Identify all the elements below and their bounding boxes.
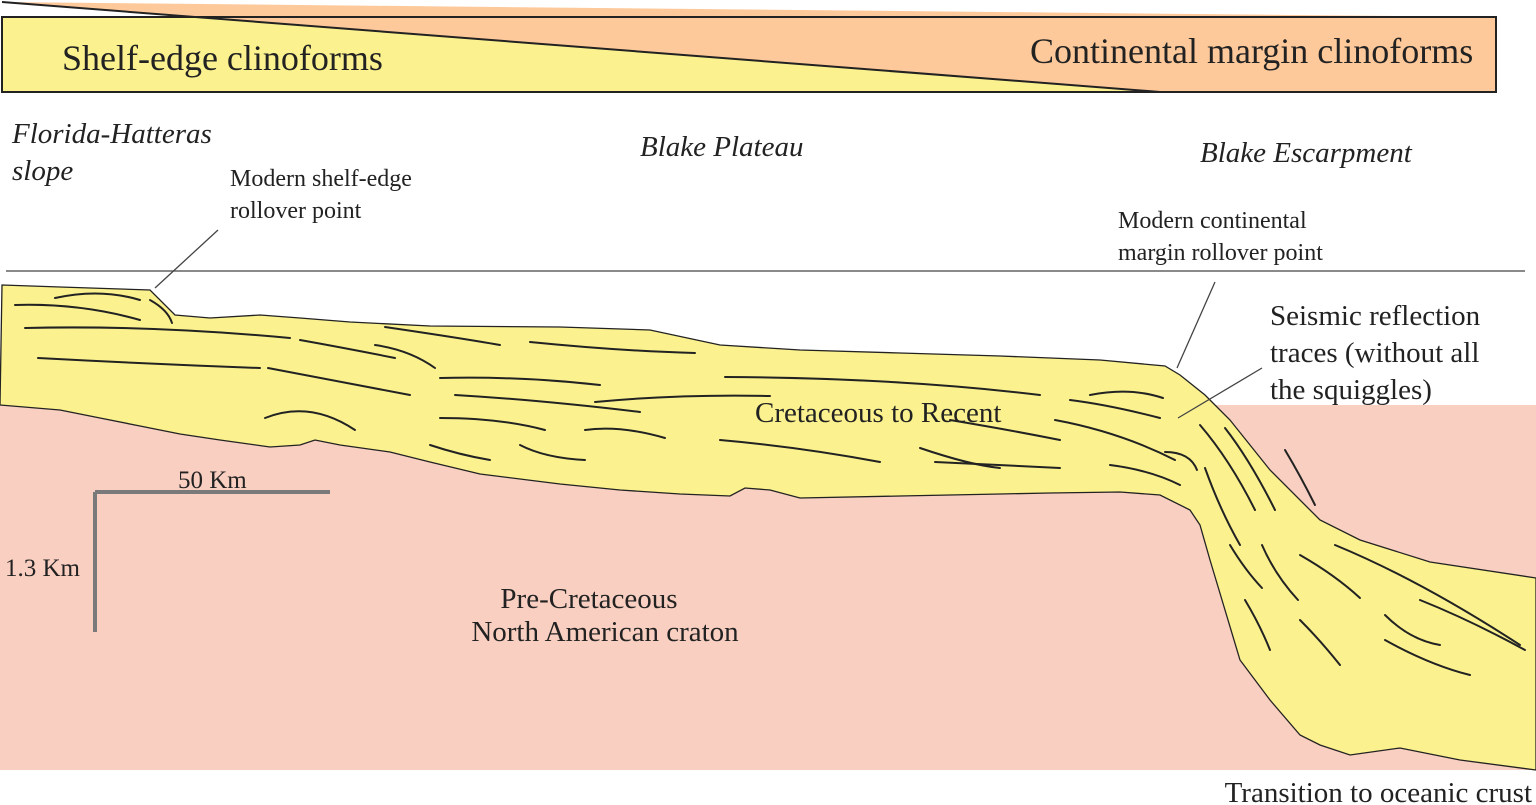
seismic-trace: [594, 394, 771, 403]
seismic-trace: [1299, 619, 1341, 666]
seismic-trace: [439, 376, 601, 386]
seismic-trace: [24, 326, 291, 339]
seismic-trace: [1204, 467, 1241, 546]
banner-right-label: Continental margin clinoforms: [1030, 31, 1473, 71]
blake-escarpment-label: Blake Escarpment: [1200, 137, 1413, 169]
oceanic-crust-label: Transition to oceanic crust: [1225, 777, 1532, 805]
vertical-scale-label: 1.3 Km: [5, 555, 81, 582]
seismic-trace: [949, 419, 1061, 441]
florida-hatteras-label: Florida-Hatteras: [11, 118, 212, 150]
margin-rollover-leader: [1176, 281, 1216, 369]
shelf-rollover-label-2: rollover point: [230, 198, 362, 224]
banner-continental-wedge: [2, 2, 1496, 92]
seismic-trace: [1299, 554, 1361, 599]
seismic-trace: [1384, 614, 1441, 646]
craton-unit-label-2: North American craton: [471, 616, 739, 648]
seismic-trace: [37, 357, 261, 369]
craton-body: [0, 405, 1536, 770]
seismic-trace: [267, 367, 411, 396]
seismic-trace: [934, 461, 1061, 469]
seismic-trace: [299, 339, 396, 359]
seismic-label-1: Seismic reflection: [1270, 300, 1481, 332]
margin-rollover-label-1: Modern continental: [1118, 208, 1307, 234]
seismic-trace: [1199, 424, 1256, 511]
seismic-trace: [374, 344, 436, 369]
seismic-trace: [1261, 544, 1299, 601]
shelf-rollover-label-1: Modern shelf-edge: [230, 166, 412, 192]
seismic-trace: [384, 326, 501, 346]
sediment-unit-label: Cretaceous to Recent: [755, 397, 1001, 429]
seismic-label-3: the squiggles): [1270, 374, 1432, 406]
margin-rollover-label-2: margin rollover point: [1118, 240, 1323, 266]
seismic-trace: [54, 292, 141, 301]
seismic-trace: [14, 303, 141, 321]
seismic-trace: [454, 394, 641, 413]
seismic-trace: [1244, 599, 1271, 651]
seismic-trace: [519, 444, 586, 461]
seismic-leader: [1177, 367, 1263, 419]
seismic-label-2: traces (without all: [1270, 337, 1479, 369]
seismic-trace: [264, 410, 356, 431]
seismic-trace: [529, 341, 696, 354]
seismic-trace: [1284, 449, 1316, 506]
florida-slope-label: slope: [12, 155, 73, 187]
seismic-trace: [724, 376, 1041, 396]
seismic-trace: [919, 447, 1001, 469]
banner-left-label: Shelf-edge clinoforms: [62, 38, 383, 78]
seismic-trace: [429, 444, 491, 461]
seismic-trace: [1419, 599, 1526, 651]
seismic-trace: [149, 299, 173, 324]
seismic-trace: [1069, 399, 1161, 419]
seismic-trace: [1224, 427, 1276, 511]
horizontal-scale-label: 50 Km: [178, 467, 247, 494]
seismic-trace: [584, 427, 666, 439]
shelf-rollover-leader: [154, 229, 219, 289]
seismic-trace: [439, 417, 546, 431]
seismic-trace: [1229, 544, 1263, 589]
seismic-trace: [1384, 639, 1471, 676]
scale-bar: 50 Km 1.3 Km: [5, 467, 330, 632]
seismic-traces: [14, 292, 1526, 676]
sediment-wedge: [0, 284, 1536, 771]
seismic-trace: [1164, 451, 1198, 471]
blake-plateau-label: Blake Plateau: [640, 131, 803, 163]
seismic-trace: [1334, 544, 1521, 646]
seismic-trace: [1089, 390, 1164, 399]
seismic-trace: [1109, 464, 1181, 486]
seismic-trace: [1054, 419, 1176, 461]
seismic-trace: [719, 439, 881, 463]
craton-unit-label-1: Pre-Cretaceous: [500, 583, 677, 615]
clinoform-banner: Shelf-edge clinoforms Continental margin…: [1, 1, 1497, 93]
